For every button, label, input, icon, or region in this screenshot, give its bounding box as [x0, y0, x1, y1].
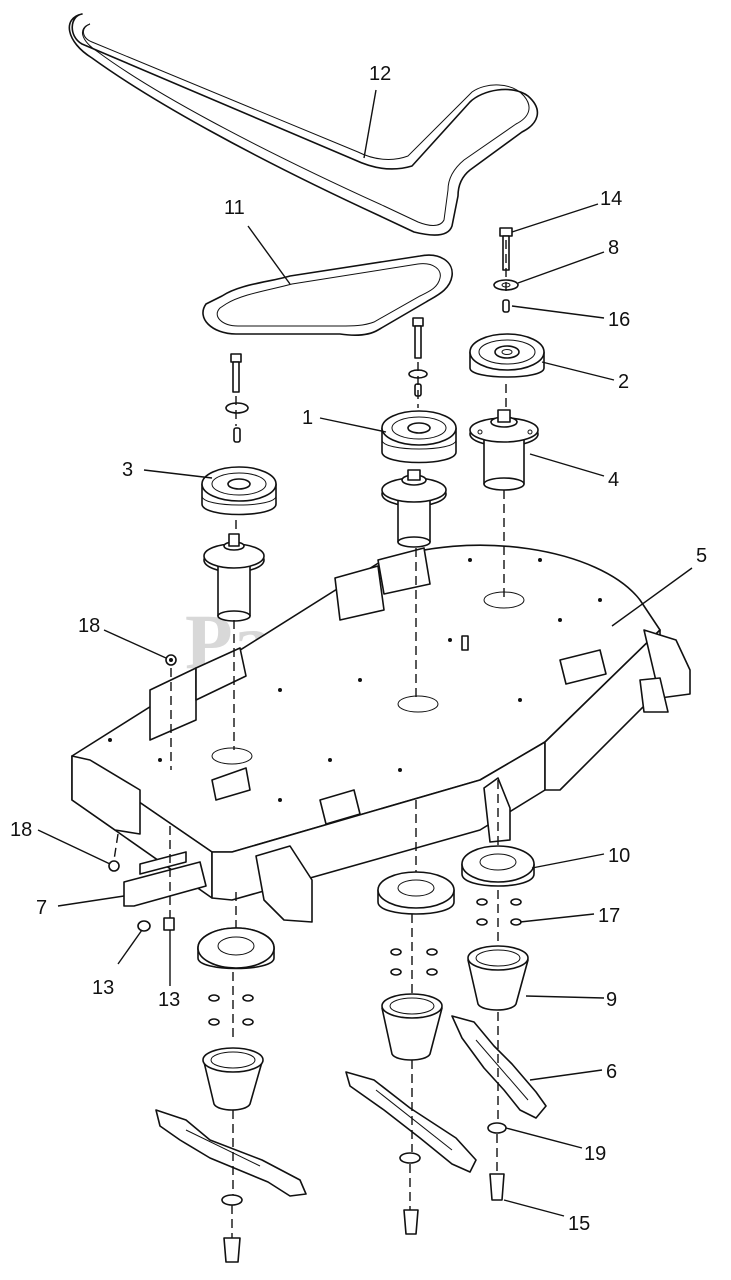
callout-5[interactable]: 5 — [696, 545, 707, 567]
callout-labels: 12 11 14 8 16 2 1 3 4 5 18 18 10 17 7 13… — [10, 63, 707, 1235]
callout-18-upper[interactable]: 18 — [78, 615, 100, 637]
bearing-housing-left — [197, 927, 275, 970]
blade-6[interactable] — [451, 1015, 547, 1119]
bolt-left — [225, 353, 249, 443]
callout-3[interactable]: 3 — [122, 459, 133, 481]
pulley-1[interactable] — [381, 410, 457, 464]
assembly-axes — [113, 240, 507, 1238]
callout-7[interactable]: 7 — [36, 897, 47, 919]
nuts-center — [390, 948, 438, 976]
key-16[interactable] — [502, 299, 510, 313]
deck-belt-12[interactable] — [68, 13, 539, 236]
callout-13-left[interactable]: 13 — [92, 977, 114, 999]
nut-18-upper[interactable] — [165, 654, 177, 666]
spindle-center — [381, 469, 447, 548]
callout-14[interactable]: 14 — [600, 188, 622, 210]
bracket-7[interactable] — [123, 851, 207, 907]
washer-19[interactable] — [487, 1122, 507, 1134]
washer-center — [399, 1152, 421, 1164]
washer-left — [221, 1194, 243, 1206]
spindle-belt-11[interactable] — [202, 254, 453, 336]
spindle-left — [203, 533, 265, 622]
bolt-center-lower — [403, 1209, 419, 1235]
leader-lines — [37, 89, 693, 1217]
cup-left — [202, 1047, 264, 1111]
callout-1[interactable]: 1 — [302, 407, 313, 429]
callout-10[interactable]: 10 — [608, 845, 630, 867]
pin-13-right[interactable] — [163, 917, 175, 931]
callout-15[interactable]: 15 — [568, 1213, 590, 1235]
callout-8[interactable]: 8 — [608, 237, 619, 259]
callout-2[interactable]: 2 — [618, 371, 629, 393]
bearing-housing-center — [377, 871, 455, 915]
blade-center — [345, 1071, 477, 1173]
spindle-4[interactable] — [469, 409, 539, 491]
pulley-3[interactable] — [201, 466, 277, 516]
callout-4[interactable]: 4 — [608, 469, 619, 491]
bolt-15[interactable] — [489, 1173, 505, 1201]
callout-19[interactable]: 19 — [584, 1143, 606, 1165]
callout-16[interactable]: 16 — [608, 309, 630, 331]
mower-deck-5[interactable] — [71, 544, 691, 923]
nut-18-lower[interactable] — [108, 860, 120, 872]
pin-13-left[interactable] — [137, 920, 151, 932]
bolt-left-lower — [223, 1237, 241, 1263]
callout-6[interactable]: 6 — [606, 1061, 617, 1083]
blade-left — [155, 1109, 307, 1197]
callout-11[interactable]: 11 — [224, 197, 245, 219]
nuts-left — [208, 994, 254, 1026]
callout-17[interactable]: 17 — [598, 905, 620, 927]
nuts-17[interactable] — [476, 898, 522, 926]
bearing-housing-10[interactable] — [461, 845, 535, 887]
callout-13-right[interactable]: 13 — [158, 989, 180, 1011]
cup-center — [381, 993, 443, 1061]
callout-9[interactable]: 9 — [606, 989, 617, 1011]
cup-9[interactable] — [467, 945, 529, 1011]
callout-12[interactable]: 12 — [369, 63, 391, 85]
pulley-2[interactable] — [469, 333, 545, 378]
callout-18-lower[interactable]: 18 — [10, 819, 32, 841]
